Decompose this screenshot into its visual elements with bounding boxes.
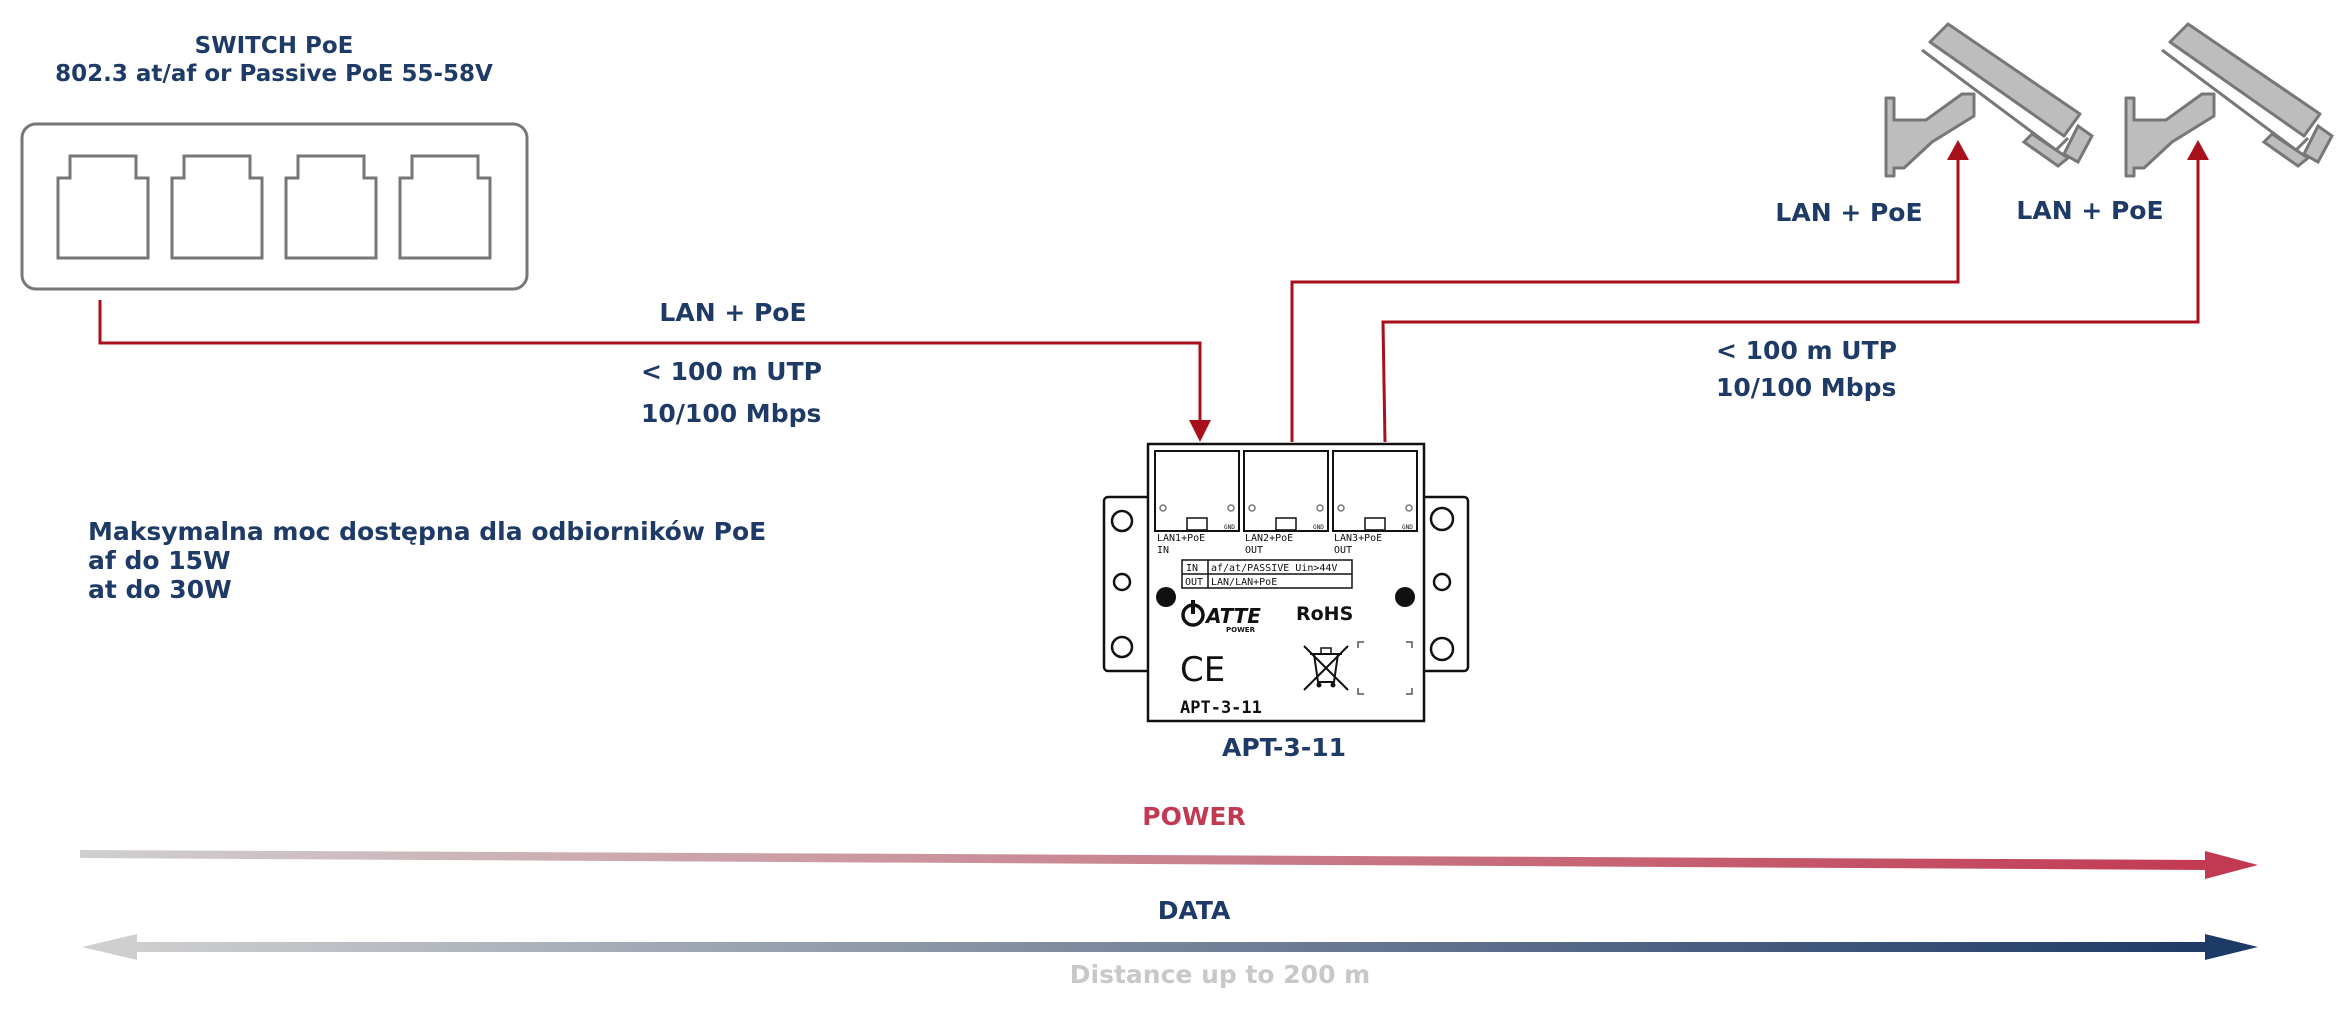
arrowhead-icon (1947, 140, 1969, 160)
spec-out-value: LAN/LAN+PoE (1211, 577, 1277, 588)
arrowhead-icon (1189, 420, 1211, 442)
distance-label: Distance up to 200 m (1069, 960, 1371, 989)
port-1-label: LAN1+PoE (1157, 533, 1205, 544)
port-2-direction: OUT (1245, 545, 1263, 556)
power-note-line-3: at do 30W (88, 575, 232, 604)
device-name: APT-3-11 (1222, 733, 1346, 762)
power-arrowhead-icon (2205, 851, 2258, 879)
data-bar (82, 934, 2258, 960)
switch-title: SWITCH PoE (194, 33, 354, 59)
link-in-speed: 10/100 Mbps (641, 399, 822, 428)
port-2-label: LAN2+PoE (1245, 533, 1293, 544)
switch-port-3 (284, 154, 378, 260)
power-label: POWER (1142, 802, 1246, 831)
port-1-gnd-tag: GND (1224, 524, 1235, 531)
data-arrowhead-left-icon (82, 934, 137, 960)
brand-sub: POWER (1226, 626, 1256, 634)
port-2-gnd-tag: GND (1313, 524, 1324, 531)
power-note: Maksymalna moc dostępna dla odbiorników … (88, 517, 766, 604)
spec-in-value: af/at/PASSIVE Uin>44V (1211, 563, 1337, 574)
device-port-1 (1154, 450, 1240, 532)
link-out-cable: < 100 m UTP (1716, 336, 1897, 365)
camera-1-icon (1884, 22, 2094, 178)
cable-device-to-camera-2 (1381, 140, 2209, 443)
switch-port-2 (170, 154, 264, 260)
port-1-direction: IN (1157, 545, 1169, 556)
switch-port-1 (56, 154, 150, 260)
power-bar (80, 850, 2258, 879)
label-placeholder (1357, 641, 1413, 695)
camera-1-label: LAN + PoE (1775, 198, 1923, 227)
link-in-label: LAN + PoE (659, 298, 807, 327)
switch-label: SWITCH PoE 802.3 at/af or Passive PoE 55… (55, 32, 493, 88)
screw-hole-right (1395, 587, 1415, 607)
spec-in-key: IN (1186, 563, 1198, 574)
power-note-line-2: af do 15W (88, 546, 231, 575)
ce-mark: CE (1180, 650, 1225, 690)
device-port-3 (1332, 450, 1418, 532)
brand-name: ATTE (1204, 604, 1261, 628)
port-3-label: LAN3+PoE (1334, 533, 1382, 544)
link-in-cable: < 100 m UTP (641, 357, 822, 386)
link-out-speed: 10/100 Mbps (1716, 373, 1897, 402)
camera-2-label: LAN + PoE (2016, 196, 2164, 225)
camera-2-icon (2124, 22, 2334, 178)
cable-device-to-camera-1 (1290, 140, 1969, 442)
rohs-mark: RoHS (1296, 603, 1353, 625)
switch-port-4 (398, 154, 492, 260)
weee-bin-icon (1303, 645, 1349, 691)
arrowhead-icon (2187, 140, 2209, 160)
cable-switch-to-device (98, 300, 1211, 442)
device-apt-3-11: LAN1+PoE IN LAN2+PoE OUT LAN3+PoE OUT GN… (1102, 442, 1470, 723)
screw-hole-left (1156, 587, 1176, 607)
port-3-direction: OUT (1334, 545, 1352, 556)
power-note-line-1: Maksymalna moc dostępna dla odbiorników … (88, 517, 767, 546)
device-model-print: APT-3-11 (1180, 698, 1262, 718)
atte-power-logo: ATTE POWER (1181, 600, 1261, 634)
device-port-2 (1243, 450, 1329, 532)
switch-subtitle: 802.3 at/af or Passive PoE 55-58V (55, 61, 493, 87)
port-3-gnd-tag: GND (1402, 524, 1413, 531)
data-arrowhead-right-icon (2205, 934, 2258, 960)
spec-out-key: OUT (1185, 577, 1203, 588)
data-label: DATA (1157, 896, 1231, 925)
device-spec-table: IN af/at/PASSIVE Uin>44V OUT LAN/LAN+PoE (1181, 559, 1353, 589)
switch-box (20, 122, 529, 291)
